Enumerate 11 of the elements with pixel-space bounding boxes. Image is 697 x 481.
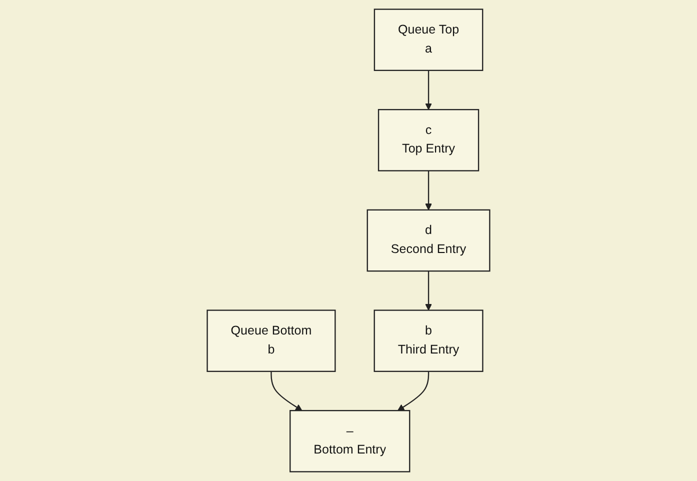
arrow [425, 271, 432, 311]
arrow [398, 371, 430, 411]
node-box: Queue Top a [374, 8, 484, 71]
node-box: b Third Entry [374, 310, 484, 372]
node-box: – Bottom Entry [290, 410, 410, 472]
arrow [270, 371, 302, 411]
node-box: c Top Entry [378, 109, 480, 172]
node-box: d Second Entry [366, 209, 490, 272]
arrow [425, 70, 432, 110]
node-box: Queue Bottom b [206, 310, 336, 372]
arrow [425, 170, 432, 210]
